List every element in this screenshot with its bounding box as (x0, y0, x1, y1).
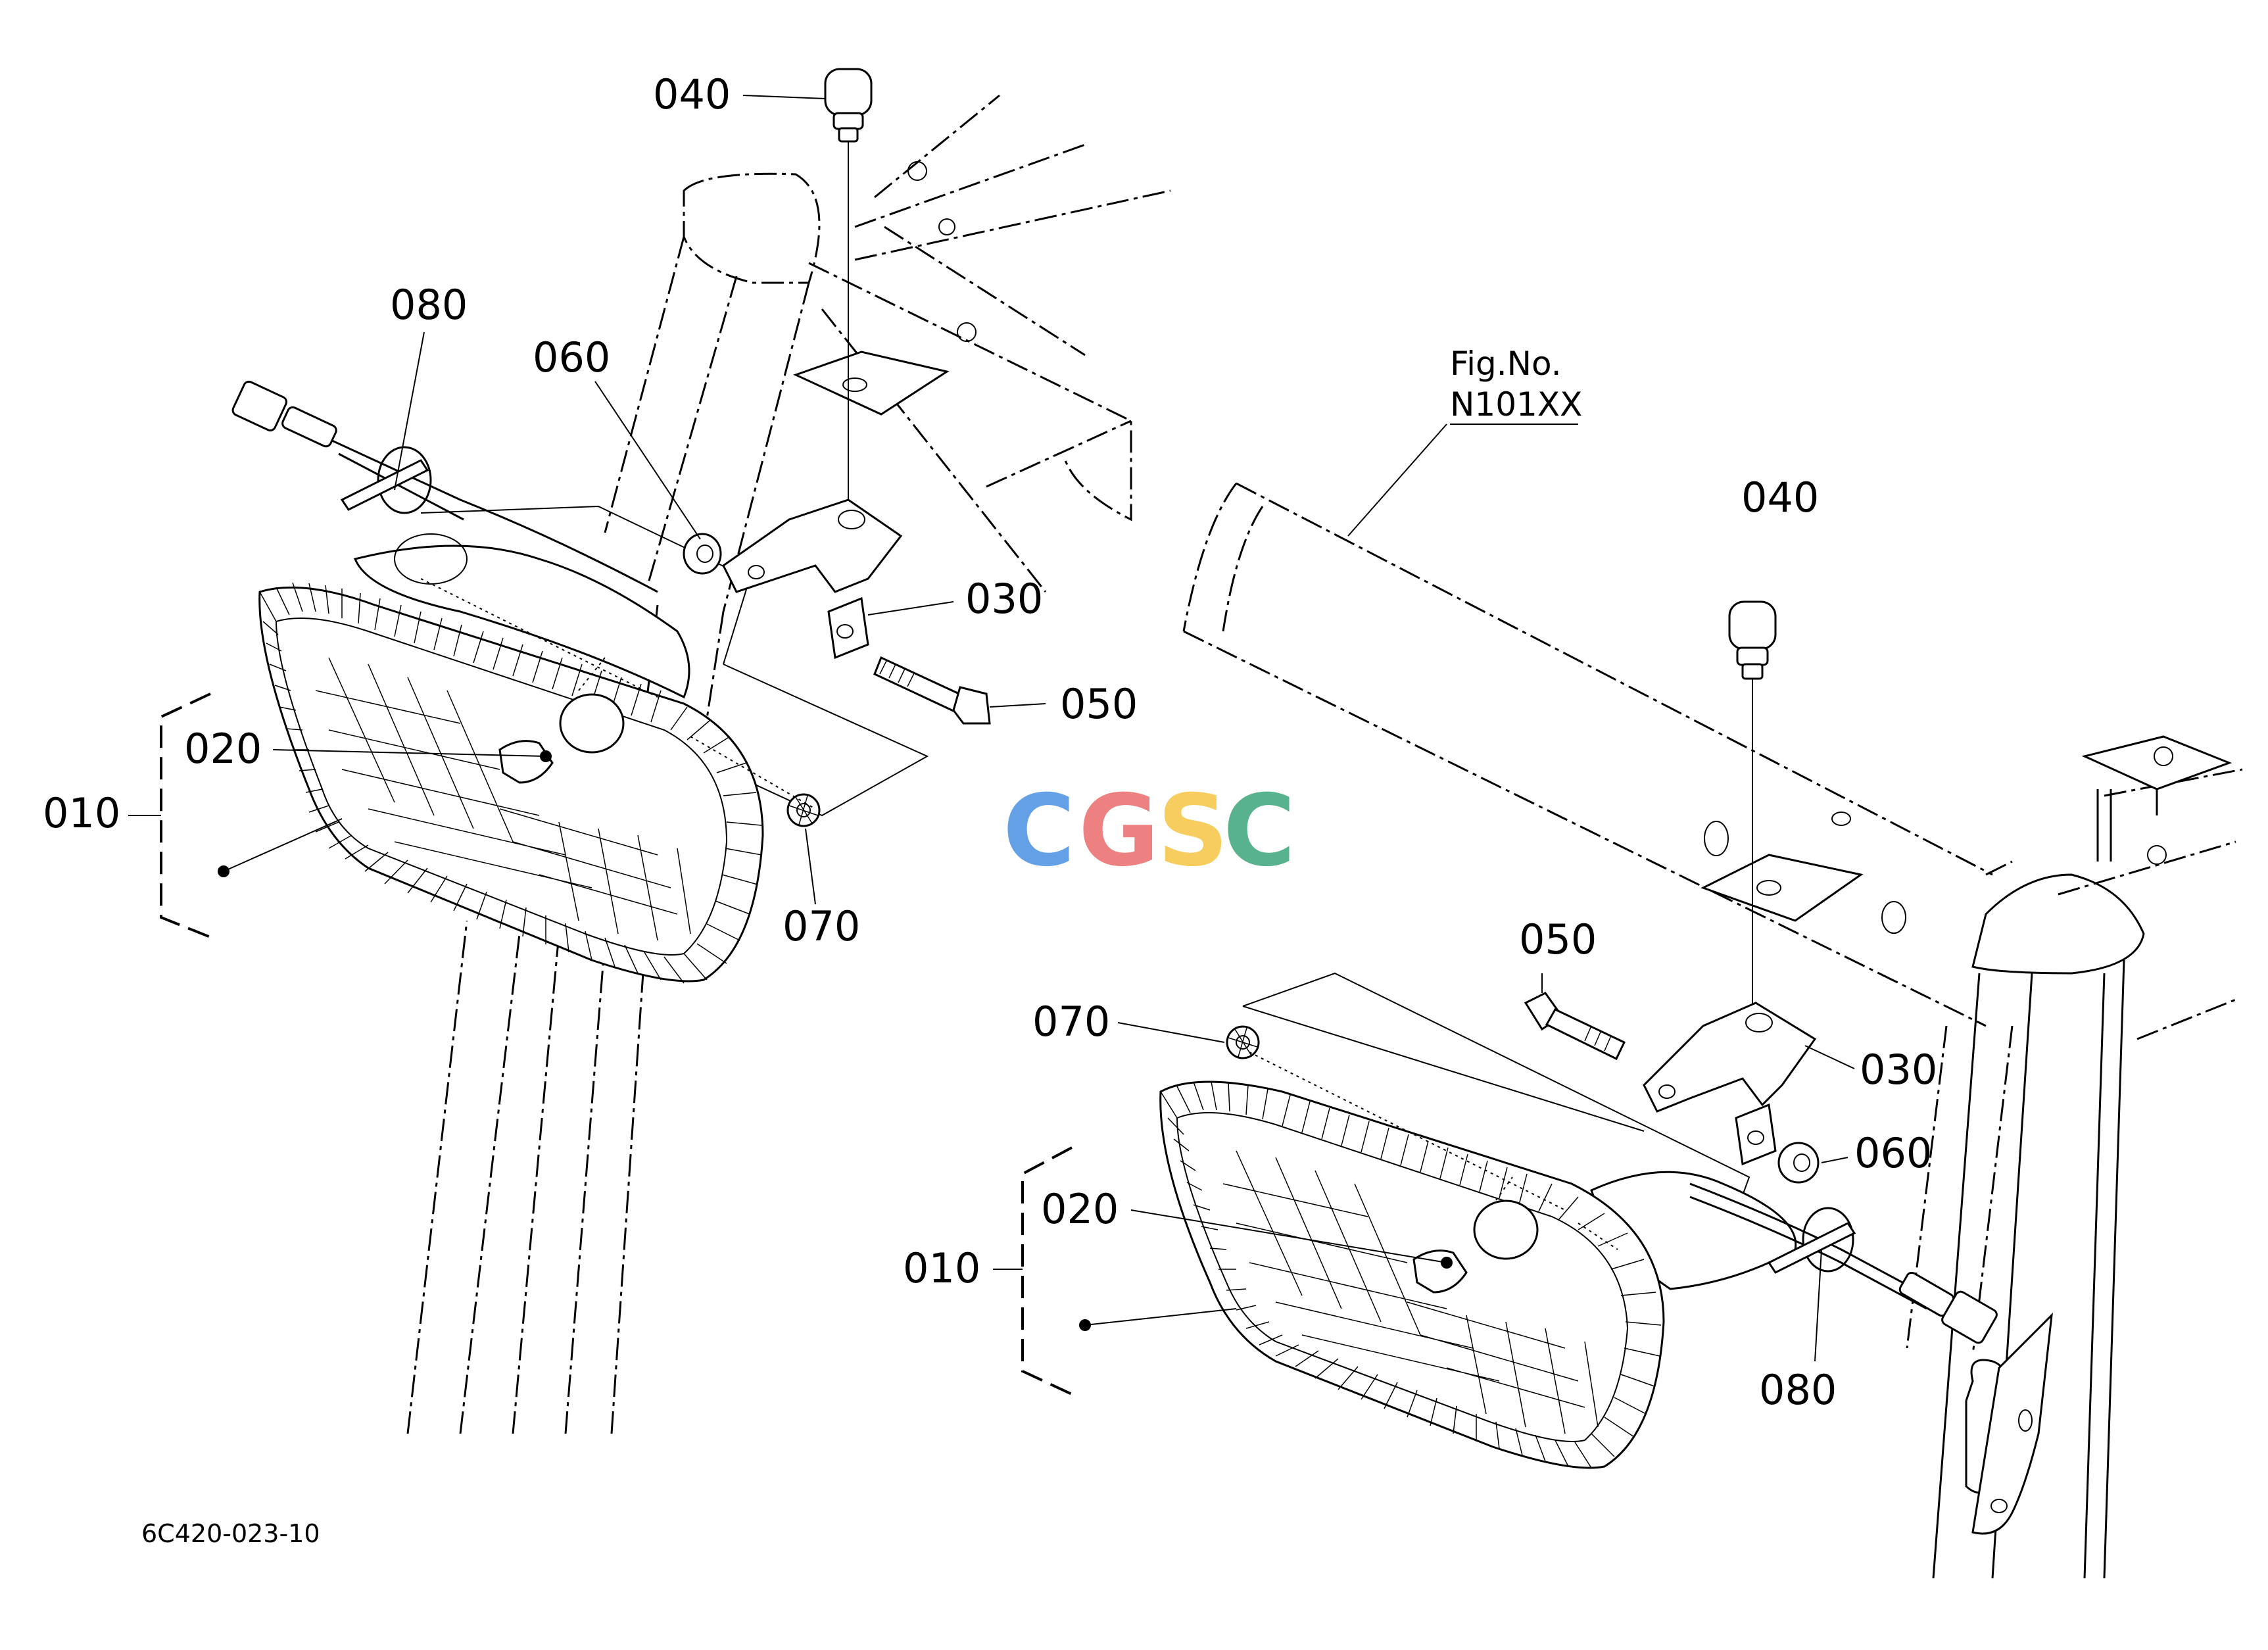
watermark-logo: C G S C (1003, 774, 1295, 888)
figure-ref-value: N101XX (1450, 385, 1582, 424)
right-harness-080 (1689, 1182, 2053, 1535)
right-bolt-050 (1524, 992, 1626, 1061)
left-callout-020: 020 (184, 725, 262, 773)
figure-reference: Fig.No. N101XX (1450, 345, 1582, 424)
left-callout-040: 040 (653, 70, 731, 118)
right-washer-070 (1226, 1025, 1260, 1059)
left-callout-030: 030 (965, 575, 1043, 623)
left-bracket-030 (722, 498, 903, 660)
right-callout-030: 030 (1860, 1046, 1937, 1094)
right-callout-060: 060 (1854, 1129, 1932, 1177)
left-washer-070 (786, 793, 821, 827)
left-knob-040 (824, 68, 873, 513)
right-callout-080: 080 (1759, 1366, 1837, 1414)
right-mount-plate (1701, 854, 1864, 922)
left-callout-010: 010 (43, 789, 120, 837)
left-nut-060 (683, 533, 722, 575)
left-assembly (160, 68, 1171, 1434)
left-callout-080: 080 (390, 281, 468, 329)
right-callout-010: 010 (903, 1244, 980, 1292)
left-callouts: 040 080 060 030 050 020 010 070 (43, 70, 1138, 950)
watermark-letter: C (1223, 774, 1295, 888)
left-callout-060: 060 (533, 333, 610, 381)
right-callout-070: 070 (1032, 998, 1110, 1046)
right-callout-020: 020 (1041, 1185, 1119, 1233)
left-work-lamp-010 (258, 578, 816, 984)
figure-ref-title: Fig.No. (1450, 345, 1562, 383)
drawing-code: 6C420-023-10 (141, 1519, 320, 1548)
right-callout-050: 050 (1519, 915, 1597, 963)
left-harness-080 (231, 380, 658, 593)
right-knob-040 (1728, 600, 1777, 1013)
right-bracket-030 (1643, 1002, 1817, 1166)
right-callouts: 040 050 070 030 060 020 010 080 (903, 473, 1937, 1414)
leader-lines (128, 95, 1855, 1362)
right-nut-060 (1777, 1142, 1820, 1184)
right-work-lamp-010 (1159, 1052, 1665, 1469)
left-mount-plate (793, 351, 950, 416)
watermark-letter: G (1078, 774, 1159, 888)
right-assembly (1021, 482, 2243, 1579)
watermark-letter: S (1157, 774, 1228, 888)
left-callout-070: 070 (783, 902, 860, 950)
watermark-letter: C (1003, 774, 1075, 888)
left-bolt-050 (873, 656, 991, 725)
left-callout-050: 050 (1060, 680, 1138, 728)
right-callout-040: 040 (1741, 473, 1819, 522)
